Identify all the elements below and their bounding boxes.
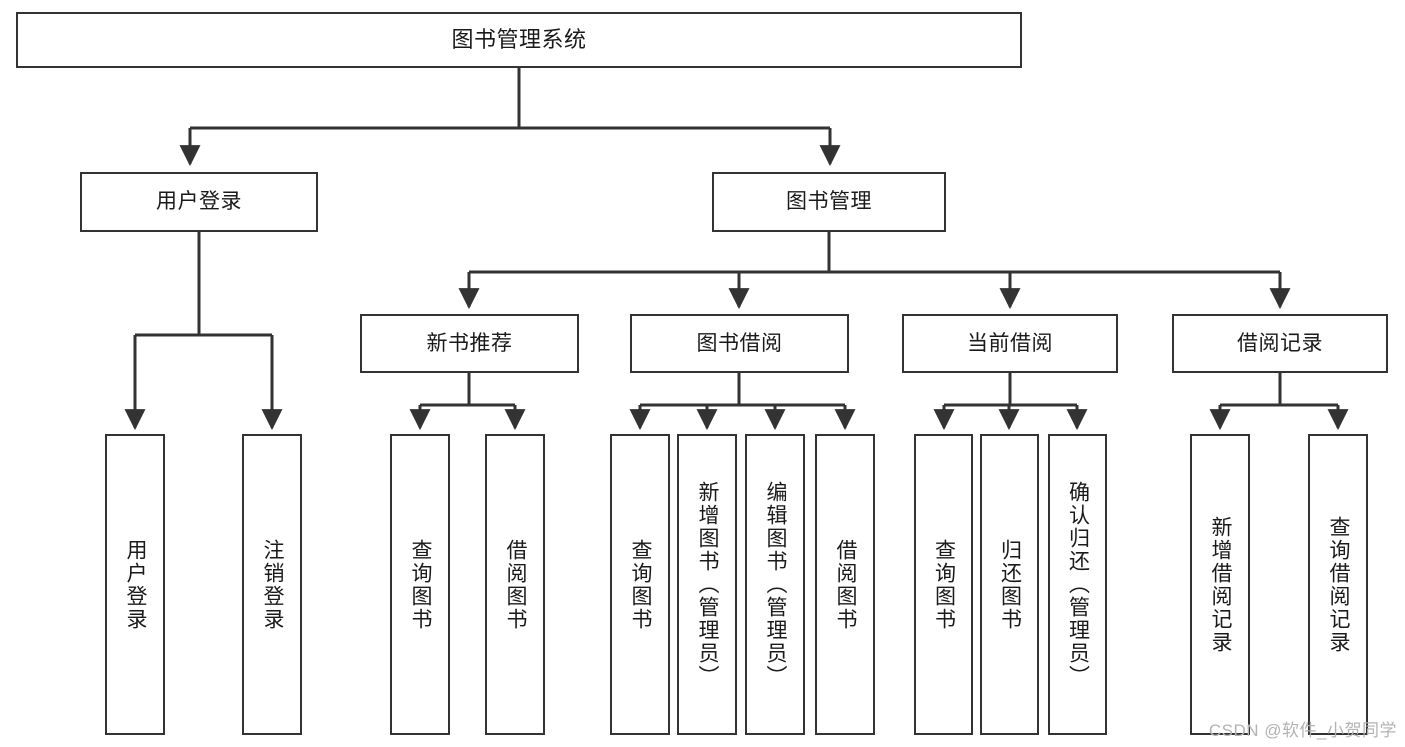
node-current-borrow[interactable]: 当前借阅 — [902, 314, 1118, 373]
node-leaf-edit-book[interactable]: 编辑图书（管理员） — [745, 434, 805, 735]
node-root-label: 图书管理系统 — [451, 27, 587, 53]
node-leaf-query-book-1[interactable]: 查询图书 — [390, 434, 450, 735]
node-leaf-user-login-label: 用户登录 — [124, 538, 148, 631]
node-leaf-add-record-label: 新增借阅记录 — [1209, 515, 1233, 654]
node-book-borrow-label: 图书借阅 — [696, 331, 783, 355]
node-book-manage-label: 图书管理 — [786, 190, 872, 214]
node-leaf-confirm-return-label: 确认归还（管理员） — [1066, 481, 1090, 688]
node-user-login[interactable]: 用户登录 — [80, 172, 318, 232]
node-user-login-label: 用户登录 — [156, 190, 242, 214]
node-leaf-borrow-book-1[interactable]: 借阅图书 — [485, 434, 545, 735]
node-leaf-query-book-2-label: 查询图书 — [629, 538, 653, 631]
node-leaf-query-record[interactable]: 查询借阅记录 — [1308, 434, 1368, 735]
node-new-book-recommend-label: 新书推荐 — [426, 331, 513, 355]
node-leaf-confirm-return[interactable]: 确认归还（管理员） — [1048, 434, 1107, 735]
node-leaf-user-logout[interactable]: 注销登录 — [242, 434, 302, 735]
node-leaf-user-login[interactable]: 用户登录 — [105, 434, 165, 735]
node-leaf-user-logout-label: 注销登录 — [261, 538, 285, 631]
node-leaf-add-record[interactable]: 新增借阅记录 — [1190, 434, 1250, 735]
node-leaf-add-book[interactable]: 新增图书（管理员） — [677, 434, 737, 735]
node-borrow-record-label: 借阅记录 — [1237, 331, 1323, 355]
node-borrow-record[interactable]: 借阅记录 — [1172, 314, 1388, 373]
node-leaf-edit-book-label: 编辑图书（管理员） — [764, 481, 788, 688]
node-current-borrow-label: 当前借阅 — [967, 331, 1053, 355]
node-leaf-return-book-label: 归还图书 — [998, 538, 1022, 631]
node-leaf-query-record-label: 查询借阅记录 — [1327, 515, 1351, 654]
node-book-manage[interactable]: 图书管理 — [712, 172, 946, 232]
node-leaf-borrow-book-2-label: 借阅图书 — [834, 538, 858, 631]
node-leaf-query-book-2[interactable]: 查询图书 — [610, 434, 670, 735]
node-leaf-borrow-book-1-label: 借阅图书 — [504, 538, 528, 631]
node-leaf-return-book[interactable]: 归还图书 — [980, 434, 1039, 735]
node-new-book-recommend[interactable]: 新书推荐 — [360, 314, 579, 373]
node-root[interactable]: 图书管理系统 — [16, 12, 1022, 68]
node-leaf-query-book-3-label: 查询图书 — [932, 538, 956, 631]
node-leaf-add-book-label: 新增图书（管理员） — [696, 481, 720, 688]
node-book-borrow[interactable]: 图书借阅 — [630, 314, 849, 373]
node-leaf-query-book-3[interactable]: 查询图书 — [914, 434, 973, 735]
node-leaf-query-book-1-label: 查询图书 — [409, 538, 433, 631]
node-leaf-borrow-book-2[interactable]: 借阅图书 — [815, 434, 875, 735]
